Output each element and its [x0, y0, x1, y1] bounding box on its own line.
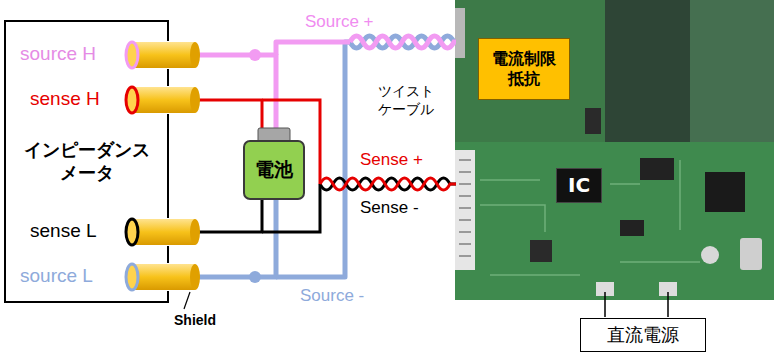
board-shadow [605, 0, 774, 142]
board-part [701, 246, 719, 264]
twisted-wire [350, 36, 456, 48]
bnc-rim [126, 42, 138, 68]
board-part [585, 108, 601, 134]
board-chip [620, 220, 644, 236]
leader-line [184, 292, 190, 309]
sub-board [455, 0, 605, 142]
connector-pins [459, 160, 471, 256]
power-box: 直流電源 [580, 318, 706, 352]
wire-label: ツイスト ケーブル [378, 82, 444, 118]
bnc-rim [126, 219, 138, 245]
twisted-wire [320, 178, 456, 190]
node-text: インピーダンス メータ [19, 139, 155, 184]
bnc-connector [190, 87, 200, 113]
bnc-connector [132, 219, 195, 245]
bnc-connector [190, 42, 200, 68]
leader-line [605, 292, 668, 317]
wire-label: Sense - [360, 198, 419, 218]
twisted-wire [320, 178, 456, 190]
resistor-box: 電流制限 抵抗 [478, 38, 570, 100]
wire-label: sense L [30, 220, 97, 242]
node-text: IC [568, 173, 590, 198]
board-edge [690, 0, 774, 142]
bnc-connector [132, 42, 195, 68]
wire-label: Sense + [360, 150, 423, 170]
bnc-rim [126, 87, 138, 113]
battery-box: 電池 [243, 140, 305, 200]
board-connector [455, 8, 465, 58]
node-text: 電池 [255, 158, 293, 182]
wire-label: Source + [305, 12, 374, 32]
wire-label: sense H [30, 88, 100, 110]
board-part [740, 238, 762, 270]
wire-label: source H [20, 43, 96, 65]
board-chip [640, 158, 674, 180]
probe-dot [249, 271, 261, 283]
wire-label: Shield [174, 312, 216, 328]
wire-label: source L [20, 265, 93, 287]
source-plus-wire [276, 42, 350, 55]
node-text: 直流電源 [607, 324, 679, 347]
wire-label: Source - [300, 286, 364, 306]
main-board [455, 142, 774, 300]
ic-chip: IC [556, 168, 602, 203]
node-text: 電流制限 抵抗 [488, 49, 560, 89]
bnc-connector [190, 219, 200, 245]
bnc-connector [132, 264, 195, 290]
board-background [455, 0, 774, 300]
bnc-connector [132, 87, 195, 113]
board-chip [705, 172, 745, 212]
board-connector [455, 150, 475, 270]
probe-dot [249, 49, 261, 61]
twisted-wire [350, 36, 456, 48]
bnc-connector [190, 264, 200, 290]
board-chip [530, 240, 552, 262]
bnc-rim [126, 264, 138, 290]
